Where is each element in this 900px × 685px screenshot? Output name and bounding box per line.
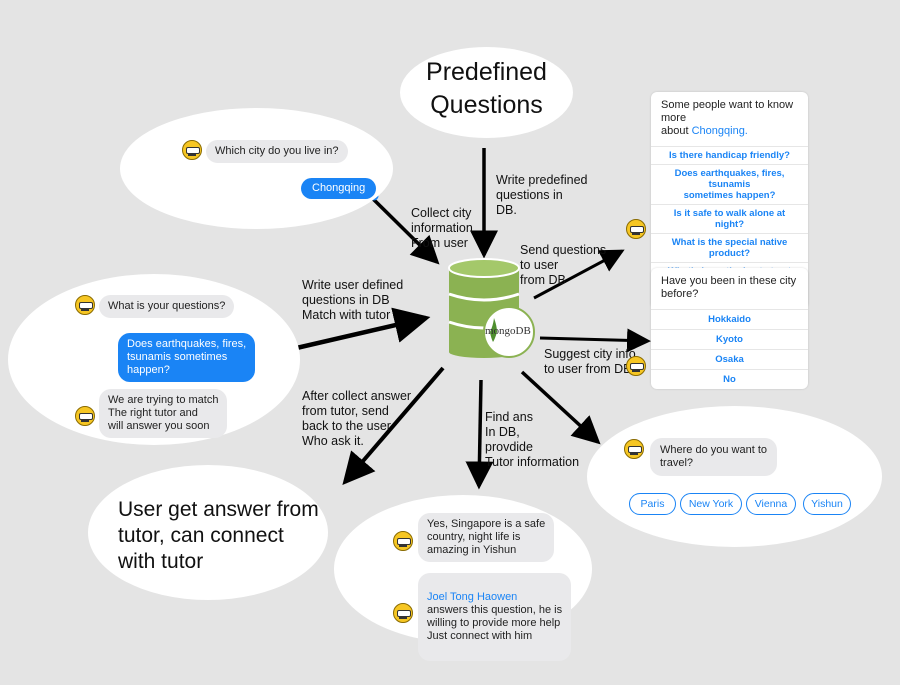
collect-city-label: Collect city information From user — [411, 206, 473, 250]
user-answer-note: User get answer from tutor, can connect … — [118, 498, 319, 573]
travel-question-bubble: Where do you want to travel? — [650, 438, 778, 476]
arrow-db-to-travel-chat — [520, 370, 601, 445]
destination-chip[interactable]: Yishun — [803, 493, 851, 515]
destination-chip[interactable]: Vienna — [746, 493, 796, 515]
bot-avatar-icon — [393, 603, 413, 623]
city-option[interactable]: No — [651, 369, 808, 389]
city-reply-bubble: Chongqing — [301, 178, 377, 199]
tutor-name-link[interactable]: Joel Tong Haowen — [427, 591, 518, 603]
bot-avatar-icon — [182, 140, 202, 160]
question-option[interactable]: Is there handicap friendly? — [651, 146, 808, 164]
tutor-message-text: answers this question, he is willing to … — [427, 604, 563, 642]
user-question-bubble: Does earthquakes, fires, tsunamis someti… — [118, 333, 256, 382]
matching-tutor-bubble: We are trying to match The right tutor a… — [99, 389, 228, 438]
write-user-defined-label: Write user defined questions in DB Match… — [302, 278, 404, 322]
arrow-db-to-cities-card — [539, 328, 651, 353]
answer-bubble: Yes, Singapore is a safe country, night … — [418, 513, 555, 562]
bot-avatar-icon — [393, 531, 413, 551]
questions-card-intro: Some people want to know more about Chon… — [651, 92, 808, 146]
mongodb-database-icon — [448, 258, 535, 358]
predefined-questions-title: Predefined Questions — [426, 58, 547, 119]
city-chat-node — [120, 108, 393, 229]
destination-chip[interactable]: Paris — [629, 493, 676, 515]
arrow-db-to-user-answer — [342, 366, 445, 486]
city-option[interactable]: Hokkaido — [651, 309, 808, 329]
city-question-bubble: Which city do you live in? — [206, 140, 348, 163]
intro-text: Some people want to know more about — [661, 99, 794, 137]
question-option[interactable]: Does earthquakes, fires, tsunamis someti… — [651, 164, 808, 204]
arrow-db-to-questions-card — [533, 249, 625, 300]
city-option[interactable]: Kyoto — [651, 329, 808, 349]
send-questions-label: Send questions to user from DB — [520, 243, 607, 287]
suggest-city-label: Suggest city info to user from DB — [544, 347, 636, 376]
write-predefined-label: Write predefined questions in DB. — [496, 173, 588, 217]
question-option[interactable]: What is the special native product? — [651, 233, 808, 262]
find-answer-label: Find ans In DB, provdide Tutor informati… — [485, 410, 580, 469]
bot-avatar-icon — [626, 219, 646, 239]
bot-avatar-icon — [75, 295, 95, 315]
bot-avatar-icon — [75, 406, 95, 426]
bot-avatar-icon — [626, 356, 646, 376]
bot-avatar-icon — [624, 439, 644, 459]
predefined-questions-node — [400, 47, 573, 138]
city-option[interactable]: Osaka — [651, 349, 808, 369]
city-link[interactable]: Chongqing. — [691, 125, 748, 137]
travel-chat-node — [587, 406, 882, 547]
cities-card-question: Have you been in these city before? — [661, 275, 797, 300]
user-answer-node — [88, 465, 328, 600]
question-option[interactable]: Is it safe to walk alone at night? — [651, 204, 808, 233]
ask-question-bubble: What is your questions? — [99, 295, 235, 318]
arrow-db-to-answer-chat — [465, 379, 494, 490]
mongodb-logo-text: mongoDB — [485, 325, 531, 337]
city-suggestion-card: Have you been in these city before? Hokk… — [651, 268, 808, 389]
after-collect-label: After collect answer from tutor, send ba… — [302, 389, 412, 448]
tutor-info-bubble: Joel Tong Haowen answers this question, … — [418, 573, 572, 661]
destination-chip[interactable]: New York — [680, 493, 742, 515]
